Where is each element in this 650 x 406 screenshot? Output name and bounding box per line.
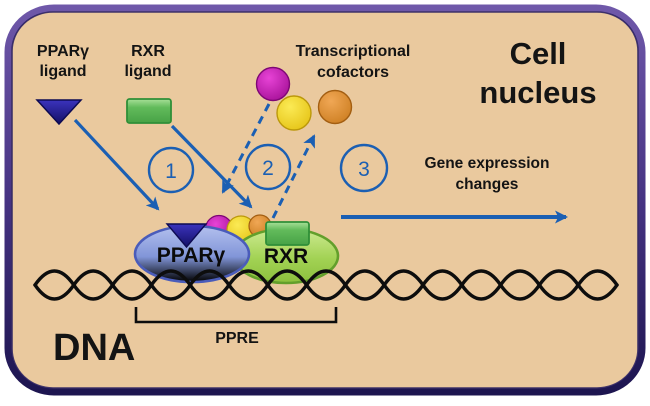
step-number-3: 3: [358, 158, 370, 181]
gene-expression-label-line2: changes: [456, 176, 519, 193]
rxr-ligand-label-line2: ligand: [124, 63, 171, 80]
ppar-ligand-label-line2: ligand: [39, 63, 86, 80]
arrow-cofactor-exchange: [271, 134, 316, 219]
cofactor-yellow-icon: [276, 95, 312, 131]
step-number-2: 2: [262, 157, 274, 180]
cofactors-label-line2: cofactors: [317, 64, 389, 81]
rxr-ligand-label-line1: RXR: [131, 43, 165, 60]
figure-title-line2: nucleus: [479, 75, 596, 110]
step-number-1: 1: [165, 160, 177, 183]
ppar-protein-label: PPARγ: [157, 244, 226, 267]
dna-strand-1: [33, 269, 619, 301]
cofactors-label-line1: Transcriptional: [296, 43, 411, 60]
arrow-rxr-ligand-binding: [170, 124, 253, 209]
dna-strand-2: [33, 269, 619, 301]
ppar-ligand-triangle-icon: [35, 99, 83, 126]
step-circle-3: [339, 143, 389, 193]
ppre-bracket: [134, 307, 338, 324]
arrow-ppar-ligand-binding: [73, 118, 160, 211]
arrow-cofactor-recruitment: [221, 103, 271, 194]
figure-title-line1: Cell: [510, 36, 567, 71]
rxr-ligand-rect-icon: [126, 98, 172, 124]
cofactor-orange-icon: [317, 89, 353, 125]
gene-expression-label-line1: Gene expression: [425, 155, 550, 172]
cofactor-magenta-icon: [255, 66, 291, 102]
step-circle-1: [147, 146, 195, 194]
dna-label: DNA: [53, 327, 135, 369]
step-circle-2: [244, 143, 292, 191]
cell-nucleus-inner-edge: [11, 11, 639, 389]
ppre-label: PPRE: [215, 330, 259, 347]
ppar-ligand-label-line1: PPARγ: [37, 43, 89, 60]
bound-ppar-ligand-triangle-icon: [165, 223, 208, 249]
rxr-protein-label: RXR: [264, 245, 308, 268]
bound-rxr-ligand-rect-icon: [265, 221, 310, 246]
